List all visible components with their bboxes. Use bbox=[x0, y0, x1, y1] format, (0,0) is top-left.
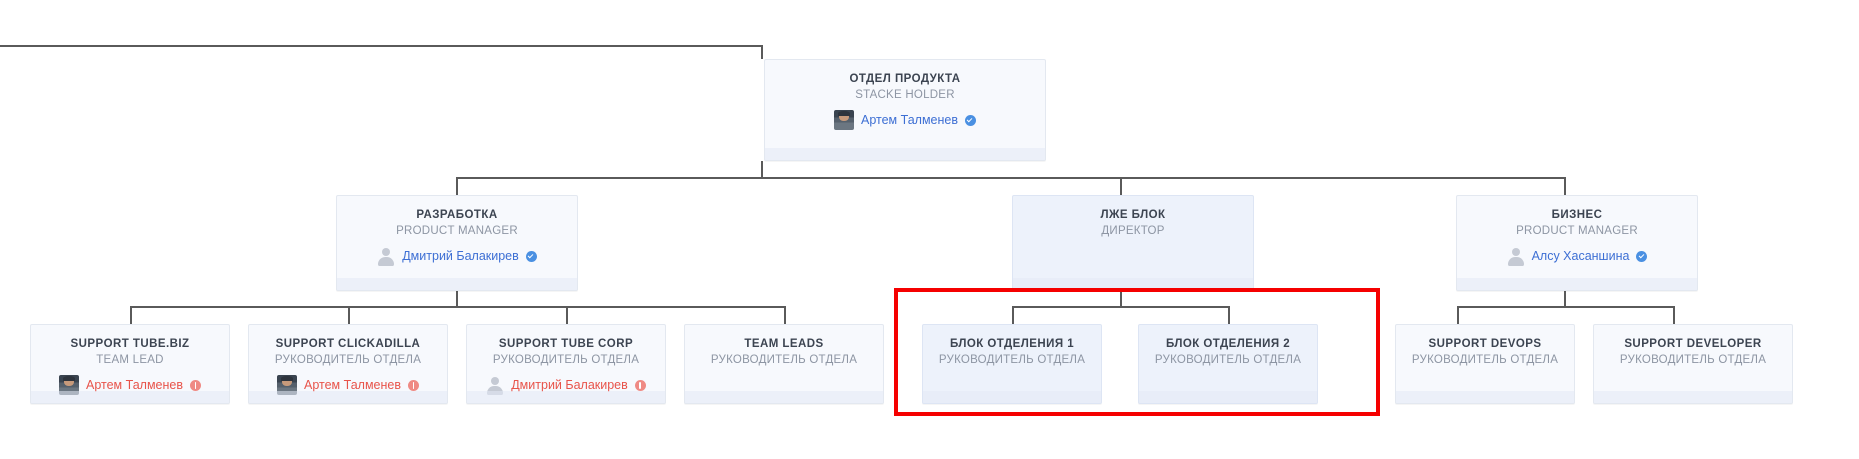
node-title: SUPPORT TUBE.BIZ bbox=[70, 338, 190, 350]
connector-level2-drop-fake-block bbox=[1120, 177, 1122, 195]
node-support-tube-biz[interactable]: SUPPORT TUBE.BIZ TEAM LEAD Артем Талмене… bbox=[30, 324, 230, 404]
node-person[interactable]: Дмитрий Балакирев bbox=[467, 375, 665, 395]
person-name[interactable]: Артем Талменев bbox=[304, 378, 401, 392]
node-role: РУКОВОДИТЕЛЬ ОТДЕЛА bbox=[710, 354, 858, 366]
node-person[interactable]: Алсу Хасаншина bbox=[1457, 246, 1697, 266]
status-warning-icon bbox=[634, 379, 646, 391]
connector-level3-drop-branch-2 bbox=[1228, 306, 1230, 324]
person-name[interactable]: Алсу Хасаншина bbox=[1531, 249, 1630, 263]
connector-level3-bus-left bbox=[130, 306, 786, 308]
node-person[interactable]: Артем Талменев bbox=[249, 375, 447, 395]
connector-level3-bus-right bbox=[1457, 306, 1675, 308]
status-warning-icon bbox=[407, 379, 419, 391]
node-title: ОТДЕЛ ПРОДУКТА bbox=[849, 73, 961, 85]
node-title: SUPPORT TUBE CORP bbox=[498, 338, 634, 350]
status-ok-icon bbox=[964, 114, 976, 126]
avatar-photo-icon bbox=[834, 110, 854, 130]
status-ok-icon bbox=[525, 250, 537, 262]
avatar-placeholder-icon bbox=[1507, 246, 1525, 266]
node-lzhe-blok[interactable]: ЛЖЕ БЛОК ДИРЕКТОР bbox=[1012, 195, 1254, 291]
node-title: РАЗРАБОТКА bbox=[416, 209, 498, 221]
node-razrabotka[interactable]: РАЗРАБОТКА PRODUCT MANAGER Дмитрий Балак… bbox=[336, 195, 578, 291]
node-blok-otdeleniya-2[interactable]: БЛОК ОТДЕЛЕНИЯ 2 РУКОВОДИТЕЛЬ ОТДЕЛА bbox=[1138, 324, 1318, 404]
node-title: SUPPORT CLICKADILLA bbox=[275, 338, 421, 350]
node-role: PRODUCT MANAGER bbox=[1516, 225, 1638, 237]
node-role: ДИРЕКТОР bbox=[1101, 225, 1165, 237]
node-title: БЛОК ОТДЕЛЕНИЯ 1 bbox=[949, 338, 1075, 350]
connector-root-incoming bbox=[0, 45, 763, 47]
connector-level2-drop-development bbox=[456, 177, 458, 195]
node-person[interactable]: Артем Талменев bbox=[765, 110, 1045, 130]
person-name[interactable]: Дмитрий Балакирев bbox=[511, 378, 628, 392]
node-role: STACKE HOLDER bbox=[855, 89, 955, 101]
node-support-devops[interactable]: SUPPORT DEVOPS РУКОВОДИТЕЛЬ ОТДЕЛА bbox=[1395, 324, 1575, 404]
person-name[interactable]: Дмитрий Балакирев bbox=[402, 249, 519, 263]
node-biznes[interactable]: БИЗНЕС PRODUCT MANAGER Алсу Хасаншина bbox=[1456, 195, 1698, 291]
node-role: PRODUCT MANAGER bbox=[396, 225, 518, 237]
connector-level3-drop-support-tube-biz bbox=[130, 306, 132, 324]
node-role: РУКОВОДИТЕЛЬ ОТДЕЛА bbox=[1619, 354, 1767, 366]
node-role: РУКОВОДИТЕЛЬ ОТДЕЛА bbox=[1411, 354, 1559, 366]
node-title: TEAM LEADS bbox=[744, 338, 824, 350]
node-role: РУКОВОДИТЕЛЬ ОТДЕЛА bbox=[274, 354, 422, 366]
node-person[interactable]: Дмитрий Балакирев bbox=[337, 246, 577, 266]
connector-level2-drop-business bbox=[1564, 177, 1566, 195]
node-role: РУКОВОДИТЕЛЬ ОТДЕЛА bbox=[492, 354, 640, 366]
node-title: БИЗНЕС bbox=[1551, 209, 1603, 221]
node-role: РУКОВОДИТЕЛЬ ОТДЕЛА bbox=[1154, 354, 1302, 366]
connector-level2-bus bbox=[456, 177, 1566, 179]
status-ok-icon bbox=[1636, 250, 1648, 262]
connector-fake-block-down bbox=[1120, 291, 1122, 308]
connector-level3-drop-team-leads bbox=[784, 306, 786, 324]
node-support-clickadilla[interactable]: SUPPORT CLICKADILLA РУКОВОДИТЕЛЬ ОТДЕЛА … bbox=[248, 324, 448, 404]
connector-root-stem bbox=[761, 45, 763, 59]
avatar-placeholder-icon bbox=[377, 246, 395, 266]
node-otdel-produkta[interactable]: ОТДЕЛ ПРОДУКТА STACKE HOLDER Артем Талме… bbox=[764, 59, 1046, 161]
connector-level3-drop-support-developer bbox=[1673, 306, 1675, 324]
node-title: SUPPORT DEVOPS bbox=[1428, 338, 1542, 350]
avatar-placeholder-icon bbox=[486, 375, 504, 395]
connector-level3-drop-support-clickadilla bbox=[348, 306, 350, 324]
node-support-developer[interactable]: SUPPORT DEVELOPER РУКОВОДИТЕЛЬ ОТДЕЛА bbox=[1593, 324, 1793, 404]
person-name[interactable]: Артем Талменев bbox=[86, 378, 183, 392]
connector-level3-drop-support-devops bbox=[1457, 306, 1459, 324]
connector-level3-bus-middle bbox=[1012, 306, 1230, 308]
node-role: РУКОВОДИТЕЛЬ ОТДЕЛА bbox=[938, 354, 1086, 366]
connector-development-down bbox=[456, 291, 458, 308]
connector-business-down bbox=[1564, 291, 1566, 308]
avatar-photo-icon bbox=[277, 375, 297, 395]
node-support-tube-corp[interactable]: SUPPORT TUBE CORP РУКОВОДИТЕЛЬ ОТДЕЛА Дм… bbox=[466, 324, 666, 404]
status-warning-icon bbox=[189, 379, 201, 391]
connector-level3-drop-branch-1 bbox=[1012, 306, 1014, 324]
node-title: ЛЖЕ БЛОК bbox=[1100, 209, 1166, 221]
node-title: БЛОК ОТДЕЛЕНИЯ 2 bbox=[1165, 338, 1291, 350]
node-title: SUPPORT DEVELOPER bbox=[1624, 338, 1762, 350]
connector-root-down bbox=[761, 161, 763, 178]
node-blok-otdeleniya-1[interactable]: БЛОК ОТДЕЛЕНИЯ 1 РУКОВОДИТЕЛЬ ОТДЕЛА bbox=[922, 324, 1102, 404]
connector-level3-drop-support-tube-corp bbox=[566, 306, 568, 324]
person-name[interactable]: Артем Талменев bbox=[861, 113, 958, 127]
node-person[interactable]: Артем Талменев bbox=[31, 375, 229, 395]
node-role: TEAM LEAD bbox=[96, 354, 164, 366]
avatar-photo-icon bbox=[59, 375, 79, 395]
node-team-leads[interactable]: TEAM LEADS РУКОВОДИТЕЛЬ ОТДЕЛА bbox=[684, 324, 884, 404]
